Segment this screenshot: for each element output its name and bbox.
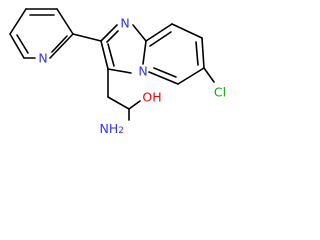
bond-6r-c7-c6 [201,37,205,69]
atom-label-amine-n: NH2 [100,121,124,137]
atom-label-chlorine: Cl [214,85,226,100]
bond-im-n4-c3 [107,68,132,74]
bond-6r-c5-n4 [148,71,179,85]
atom-labels: N N N Cl OH NH2 [38,16,226,137]
atom-label-pyridine-n: N [38,51,47,66]
bond-py-n-c2 [49,33,74,59]
bond-im-c2-n1-inner [106,30,119,43]
bond-im-c2-n1 [100,24,118,42]
bond-im-c3-c2 [100,40,109,70]
bond-py-c2-c3 [56,8,74,35]
bond-6r-c8a-c8 [145,23,173,42]
bond-py-c4-c5 [9,8,27,35]
bond-c-oh [128,100,141,110]
bond-6r-c6-c5 [177,67,205,85]
bond-6r-c5-n4-inner [153,67,177,78]
chemical-structure-diagram: N N N Cl OH NH2 [9,8,226,137]
bond-py-c5-c6 [9,33,25,59]
bond-6r-c7-c6-inner [195,41,199,66]
amine-n-subscript: 2 [118,126,124,136]
atom-label-bridge-n: N [138,64,147,79]
bond-im-c8a-n4 [142,40,147,65]
atom-label-hydroxyl-o: OH [142,90,161,105]
bond-c6-cl [203,67,215,83]
atom-label-imidazole-n: N [120,16,129,31]
bond-link-py-im [72,33,102,42]
bond-py-c5-c6-inner [16,34,29,54]
bond-6r-c8-c7 [171,23,203,39]
bond-lines [9,8,215,121]
bond-py-n-c2-inner [51,35,68,53]
amine-n-text: NH [100,121,119,136]
bond-6r-c8a-c8-inner [149,31,172,47]
bond-im-c3-c2-inner [107,43,115,67]
bond-im-n1-c8a [132,24,147,42]
bond-ch2-c [107,96,130,110]
